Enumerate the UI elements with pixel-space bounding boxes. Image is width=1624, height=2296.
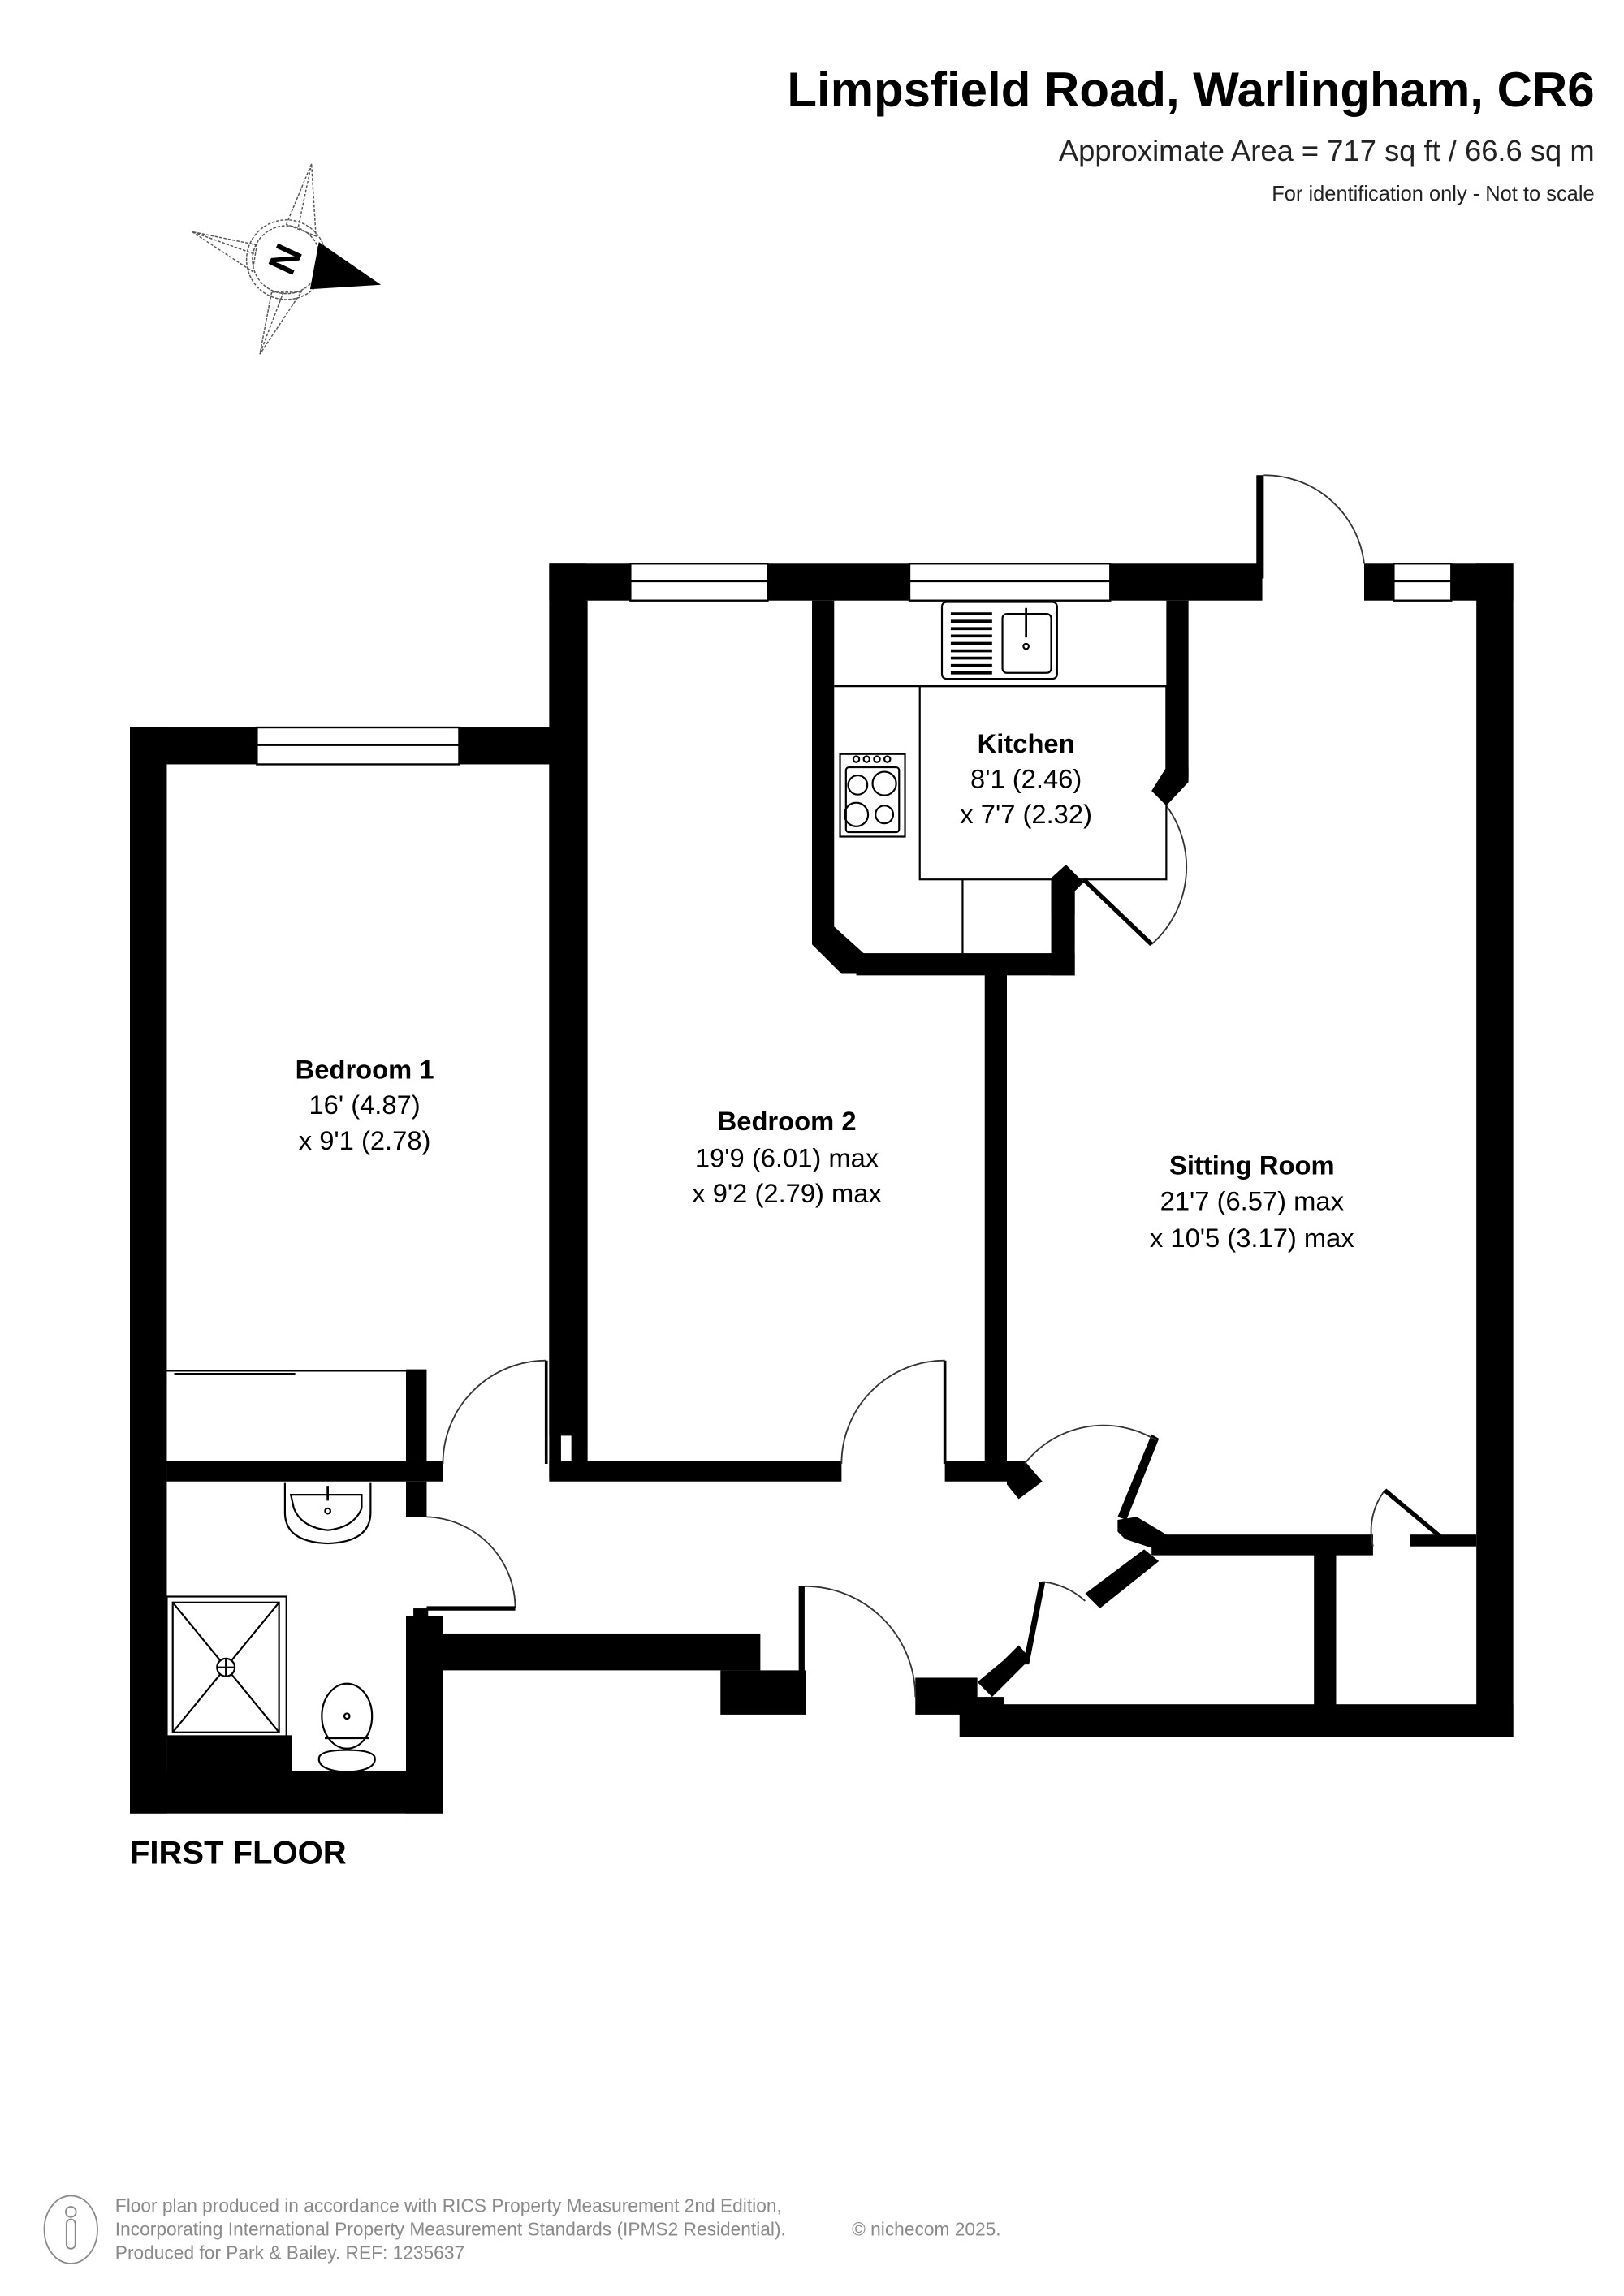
windows	[256, 563, 1453, 766]
room-dimension: x 10'5 (3.17) max	[1150, 1223, 1354, 1253]
floor-label: FIRST FLOOR	[130, 1835, 347, 1871]
compass-letter: N	[261, 238, 311, 281]
room-label-bedroom-1: Bedroom 1 16' (4.87) x 9'1 (2.78)	[296, 1055, 434, 1155]
hob-icon	[839, 753, 906, 838]
walls	[130, 475, 1514, 1814]
room-name: Bedroom 1	[296, 1055, 434, 1085]
sink-icon	[940, 601, 1058, 680]
footer-line-1: Floor plan produced in accordance with R…	[115, 2195, 782, 2216]
room-label-bedroom-2: Bedroom 2 19'9 (6.01) max x 9'2 (2.79) m…	[692, 1106, 882, 1208]
entry-door-swing	[1263, 474, 1365, 564]
room-name: Bedroom 2	[718, 1106, 857, 1136]
room-dimension: 16' (4.87)	[309, 1090, 420, 1120]
basin-icon	[283, 1482, 372, 1545]
room-dimension: 19'9 (6.01) max	[695, 1143, 879, 1173]
page-title: Limpsfield Road, Warlingham, CR6	[787, 63, 1594, 117]
room-dimension: x 7'7 (2.32)	[960, 799, 1092, 829]
shower-tray-icon	[166, 1595, 287, 1740]
room-label-sitting-room: Sitting Room 21'7 (6.57) max x 10'5 (3.1…	[1150, 1150, 1354, 1253]
toilet-icon	[317, 1682, 376, 1773]
room-dimension: 21'7 (6.57) max	[1160, 1185, 1345, 1215]
room-label-kitchen: Kitchen 8'1 (2.46) x 7'7 (2.32)	[960, 728, 1092, 829]
compass-north-icon: N	[191, 163, 382, 355]
doors	[426, 474, 1449, 1698]
person-info-icon	[43, 2195, 98, 2264]
footer-copyright: © nichecom 2025.	[852, 2218, 1000, 2239]
scale-note: For identification only - Not to scale	[1272, 183, 1594, 205]
footer-line-2: Incorporating International Property Mea…	[115, 2218, 786, 2239]
footer-line-3: Produced for Park & Bailey. REF: 1235637	[115, 2242, 464, 2264]
room-name: Sitting Room	[1169, 1150, 1335, 1180]
kitchen-worktop	[834, 685, 1168, 954]
room-dimension: 8'1 (2.46)	[970, 764, 1082, 794]
room-dimension: x 9'2 (2.79) max	[692, 1178, 882, 1208]
wardrobe	[166, 1370, 415, 1461]
room-dimension: x 9'1 (2.78)	[299, 1125, 431, 1155]
approximate-area: Approximate Area = 717 sq ft / 66.6 sq m	[1059, 134, 1595, 167]
room-name: Kitchen	[978, 728, 1075, 758]
